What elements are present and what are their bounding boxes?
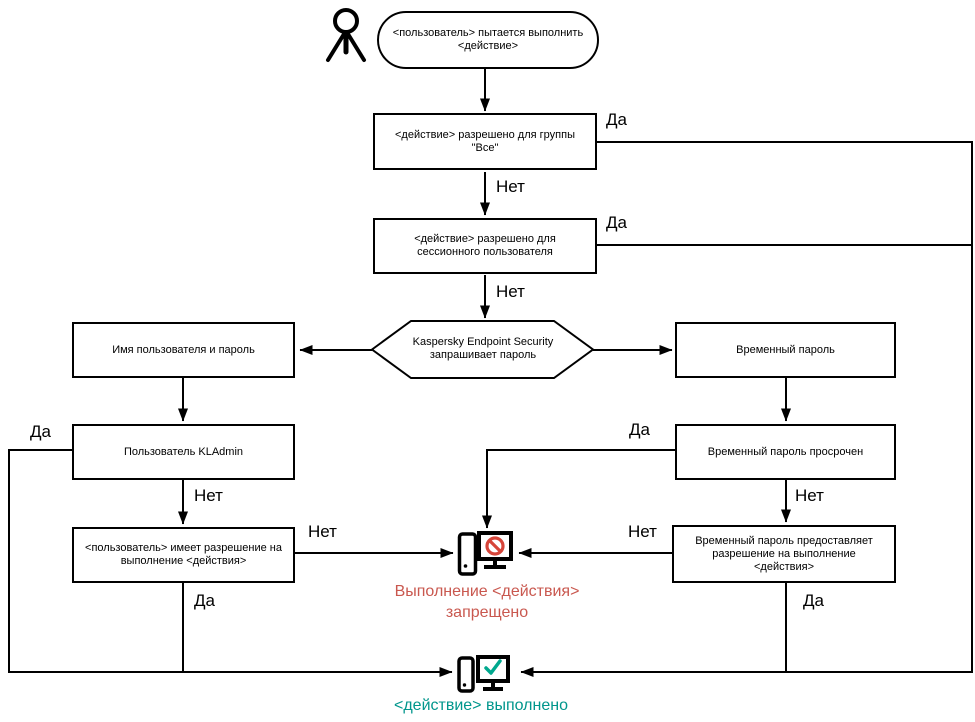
temp-password-label: Временный пароль [736,343,835,356]
user-has-permission-label: <пользователь> имеет разрешение на выпол… [85,542,282,567]
allowed-for-all-box: <действие> разрешено для группы "Все" [373,113,597,170]
temp-password-grants-box: Временный пароль предоставляет разрешени… [672,525,896,583]
edge-label-yes-allowed-session: Да [606,213,627,232]
user-icon [326,8,366,62]
edge-label-no-permission: Нет [308,522,337,541]
temp-password-box: Временный пароль [675,322,896,378]
edge-label-no-allowed-all: Нет [496,177,525,196]
checkmark-icon [484,659,502,675]
edge-label-yes-expired: Да [629,420,650,439]
edge-label-yes-kladmin: Да [30,422,51,441]
user-has-permission-box: <пользователь> имеет разрешение на выпол… [72,527,295,583]
action-denied-icon [457,531,513,576]
connector-yes-kladmin-to-done [8,449,453,677]
action-denied-line1: Выполнение <действия> [394,583,580,600]
edge-label-no-kladmin: Нет [194,486,223,505]
start-node: <пользователь> пытается выполнить <дейст… [382,12,594,68]
temp-password-grants-label: Временный пароль предоставляет разрешени… [695,534,873,573]
kes-password-label: Kaspersky Endpoint Security запрашивает … [412,336,554,361]
edge-label-no-expired: Нет [795,486,824,505]
connectors [8,68,973,677]
start-node-shape [377,11,599,69]
edge-label-yes-allowed-all: Да [606,110,627,129]
kes-password-hexagon-shape [370,320,595,379]
kes-password-hexagon: Kaspersky Endpoint Security запрашивает … [393,320,573,378]
start-node-label: <пользователь> пытается выполнить <дейст… [392,27,584,52]
allowed-for-session-label: <действие> разрешено для сессионного пол… [414,233,556,258]
action-done-caption: <действие> выполнено [394,697,568,714]
connector-yes-expired-to-denied [482,449,675,529]
edge-label-yes-permission: Да [194,591,215,610]
username-password-box: Имя пользователя и пароль [72,322,295,378]
allowed-for-all-label: <действие> разрешено для группы "Все" [395,128,575,154]
connector-yes-allowed-all-to-done [520,141,973,677]
edge-label-yes-grants: Да [803,591,824,610]
temp-password-expired-label: Временный пароль просрочен [707,445,864,458]
edge-label-no-grants: Нет [628,522,657,541]
allowed-for-session-box: <действие> разрешено для сессионного пол… [373,218,597,274]
action-denied-line2: запрещено [445,604,529,621]
action-done-icon [457,655,510,693]
temp-password-expired-box: Временный пароль просрочен [675,424,896,480]
edge-label-no-allowed-session: Нет [496,282,525,301]
kladmin-user-box: Пользователь KLAdmin [72,424,295,480]
username-password-label: Имя пользователя и пароль [112,343,255,356]
action-denied-caption: Выполнение <действия> запрещено [377,581,597,623]
prohibition-icon [485,536,505,556]
kladmin-user-label: Пользователь KLAdmin [123,445,244,458]
